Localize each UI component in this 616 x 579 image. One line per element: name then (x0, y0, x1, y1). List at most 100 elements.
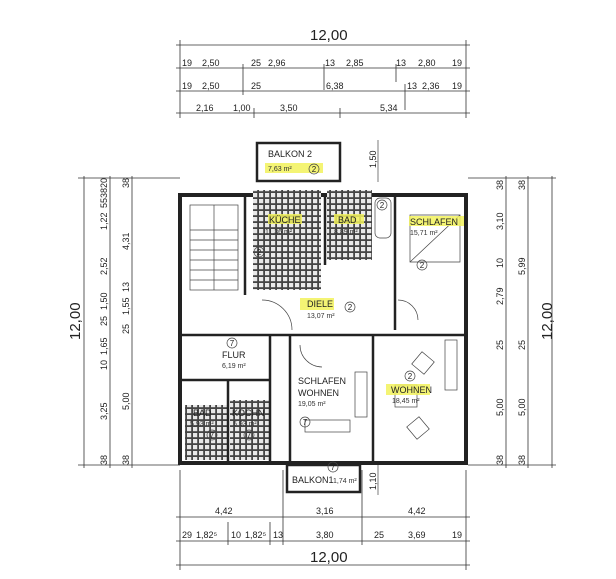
dim: 10 (231, 530, 241, 540)
room-name: KOCHN (232, 408, 265, 418)
balkon1-depth: 1,10 (368, 472, 378, 490)
dim: 19 (182, 58, 192, 68)
dim: 19 (452, 530, 462, 540)
overall-depth-left: 12,00 (67, 302, 84, 340)
room-marker: 2 (348, 303, 353, 312)
room-area: 1,74 m² (333, 478, 357, 485)
dim: 3,10 (495, 212, 505, 230)
dim: 4,42 (408, 506, 426, 516)
room-marker: 7 (303, 418, 308, 427)
balkon1-outline (285, 463, 362, 494)
dim: 3,69 (408, 530, 426, 540)
dim: 2,96 (268, 58, 286, 68)
dim: 2,52 (99, 257, 109, 275)
dim: 2,50 (202, 81, 220, 91)
room-area: 7,63 m² (268, 166, 292, 173)
room-marker: 2 (257, 248, 262, 257)
dim: 5,00 (495, 398, 505, 416)
room-flur: 7 FLUR 6,19 m² (222, 337, 246, 370)
overall-width-bottom: 12,00 (310, 549, 348, 566)
room-balkon1: 7 BALKON1 1,74 m² (292, 461, 357, 485)
dim: 3,16 (316, 506, 334, 516)
dim: 38 (121, 455, 131, 465)
room-name: WOHNEN (298, 388, 339, 398)
room-name: BAD (193, 408, 212, 418)
dim: 5,34 (380, 103, 398, 113)
dim: 38 (495, 455, 505, 465)
dim: 13 (121, 282, 131, 292)
room-area: 6,19 m² (222, 363, 246, 370)
room-wohnen: 2 WOHNEN 18,45 m² (386, 370, 432, 405)
room-bad-small: BAD 5,93 m² 7 (190, 408, 218, 441)
dim: 38 (517, 180, 527, 190)
bottom-dimensions: 4,42 3,16 4,42 29 1,82⁵ 10 1,82⁵ 13 3,80… (176, 470, 470, 570)
dim: 10 (495, 258, 505, 268)
room-name: FLUR (222, 350, 246, 360)
room-schlafen-wohnen: SCHLAFEN WOHNEN 19,05 m² 7 (298, 376, 346, 428)
dim: 20 (99, 178, 109, 188)
room-kochn: KOCHN 5,93 m² 7 (232, 408, 265, 441)
room-balkon2: BALKON 2 7,63 m² 2 (265, 149, 323, 175)
room-name: SCHLAFEN (410, 217, 458, 227)
room-area: 15,71 m² (410, 230, 438, 237)
dim: 2,80 (418, 58, 436, 68)
overall-depth-right: 12,00 (539, 302, 556, 340)
room-marker: 7 (230, 339, 235, 348)
dim: 55 (99, 198, 109, 208)
room-name: WOHNEN (391, 385, 432, 395)
dim: 25 (251, 81, 261, 91)
room-marker: 7 (210, 431, 215, 440)
dim: 1,65 (99, 337, 109, 355)
room-marker: 2 (312, 165, 317, 174)
room-kueche: KÜCHE 11,36 m² 2 (253, 214, 302, 258)
room-marker: 7 (247, 431, 252, 440)
room-name: BAD (338, 215, 357, 225)
dim: 2,36 (422, 81, 440, 91)
room-area: 11,36 m² (265, 229, 293, 236)
right-dimensions: 12,00 38 3,10 10 2,79 25 5,00 38 38 5,99… (468, 176, 556, 468)
dim: 1,50 (99, 292, 109, 310)
dim: 25 (99, 316, 109, 326)
dim: 1,22 (99, 212, 109, 230)
dim: 3,25 (99, 402, 109, 420)
dim: 25 (517, 340, 527, 350)
dim: 4,31 (121, 232, 131, 250)
dim: 38 (99, 188, 109, 198)
dim: 25 (495, 340, 505, 350)
dim: 19 (452, 81, 462, 91)
left-dimensions: 12,00 20 38 55 1,22 2,52 1,50 25 1,65 10… (67, 176, 180, 468)
dim: 4,42 (215, 506, 233, 516)
room-labels: BALKON 2 7,63 m² 2 KÜCHE 11,36 m² 2 BAD … (190, 149, 464, 485)
dim: 1,00 (233, 103, 251, 113)
dim: 2,85 (346, 58, 364, 68)
room-schlafen: SCHLAFEN 15,71 m² 2 (409, 216, 464, 271)
top-dimensions: 12,00 19 2,50 25 2,96 13 2,85 13 2,80 19… (176, 27, 470, 118)
dim: 5,99 (517, 257, 527, 275)
room-name: DIELE (307, 299, 333, 309)
room-diele: DIELE 13,07 m² 2 (300, 298, 356, 320)
dim: 13 (273, 530, 283, 540)
dim: 38 (121, 178, 131, 188)
dim: 2,50 (202, 58, 220, 68)
dim: 5,00 (517, 398, 527, 416)
dim: 25 (121, 324, 131, 334)
dim: 1,55 (121, 297, 131, 315)
dim: 38 (517, 455, 527, 465)
room-area: 5,93 m² (190, 421, 214, 428)
room-area: 13,07 m² (307, 313, 335, 320)
dim: 19 (452, 58, 462, 68)
dim: 13 (407, 81, 417, 91)
dim: 29 (182, 530, 192, 540)
dim: 1,82⁵ (196, 530, 218, 540)
dim: 5,00 (121, 392, 131, 410)
dim: 25 (374, 530, 384, 540)
room-name: BALKON1 (292, 475, 334, 485)
building-walls: 1,50 (178, 140, 468, 495)
dim: 38 (495, 180, 505, 190)
balkon2-outline (255, 141, 342, 183)
dim: 38 (99, 455, 109, 465)
room-marker: 2 (408, 372, 413, 381)
room-name: SCHLAFEN (298, 376, 346, 386)
dim: 6,38 (326, 81, 344, 91)
